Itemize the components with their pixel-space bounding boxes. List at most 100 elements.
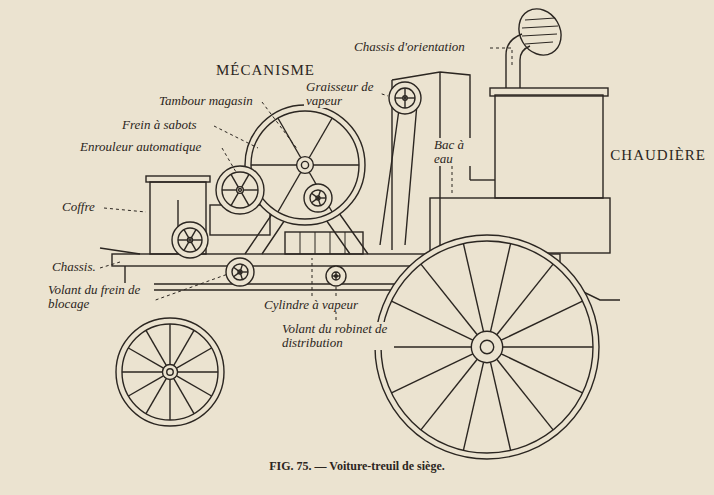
steam-pipe — [470, 179, 495, 180]
winder-wheel — [216, 166, 264, 214]
wheel-spoke — [391, 301, 472, 340]
leader-line — [214, 126, 258, 148]
wheel-rim — [232, 264, 248, 280]
wheel-spoke — [313, 164, 359, 165]
spark-arrester-hatch — [522, 18, 558, 44]
wheel-spoke — [319, 200, 321, 206]
wheel-spoke — [128, 376, 163, 396]
part-label: Volant du robinet de distribution — [280, 322, 394, 350]
wheel-spoke — [337, 275, 340, 276]
wheel-rim — [395, 88, 415, 108]
leader-line — [150, 274, 228, 302]
wheel-spoke — [174, 379, 194, 414]
wheel-rim — [116, 318, 224, 426]
wheel-spoke — [320, 197, 326, 198]
wheel-spoke — [191, 242, 196, 250]
wheel-rim — [332, 272, 340, 280]
wheel-rim — [301, 161, 308, 168]
wheel-spoke — [501, 354, 582, 393]
wheel-spoke — [242, 174, 249, 187]
boiler-body — [495, 95, 603, 198]
steam-cylinder — [285, 232, 363, 254]
wheel-rim — [239, 271, 241, 273]
wheel-rim — [239, 189, 242, 192]
front-handle — [100, 248, 140, 254]
boiler-top — [490, 88, 608, 96]
wheel-spoke — [178, 371, 218, 372]
valve-handwheel — [326, 266, 346, 286]
wheel-rim — [404, 97, 406, 99]
wheel-spoke — [184, 230, 189, 238]
wheel-spoke — [231, 174, 238, 187]
part-label: Chassis. — [50, 260, 98, 274]
pulley — [389, 82, 421, 114]
wheel-spoke — [309, 118, 332, 157]
wheel-spoke — [278, 118, 301, 157]
brake-handwheel — [226, 258, 254, 286]
wheel-spoke — [407, 97, 415, 98]
leader-line — [490, 48, 512, 66]
wheel-rim — [381, 241, 593, 453]
leader-lines — [100, 48, 512, 320]
section-heading: CHAUDIÈRE — [608, 148, 708, 162]
wheel-spoke — [381, 346, 471, 347]
wheel-rim — [172, 222, 208, 258]
wheel-spoke — [335, 277, 336, 280]
wheel-rim — [178, 228, 202, 252]
part-label: Coffre — [60, 200, 97, 214]
wheel-spoke — [177, 348, 212, 368]
leader-line — [222, 148, 236, 172]
leader-line — [262, 102, 298, 150]
wheels — [116, 82, 599, 459]
wheel-rim — [162, 364, 177, 379]
leader-line — [100, 262, 120, 268]
part-label: Volant du frein de blocage — [46, 283, 154, 311]
wheel-rim — [216, 166, 264, 214]
wheel-spoke — [178, 239, 187, 240]
wheel-spoke — [241, 274, 243, 280]
front-wheel — [116, 318, 224, 426]
wheel-spoke — [146, 330, 166, 365]
wheel-rim — [297, 157, 314, 174]
wheel-spoke — [191, 230, 196, 238]
spark-arrester — [511, 1, 570, 63]
part-label: Bac à eau — [432, 138, 474, 166]
wheel-rim — [122, 324, 218, 420]
wheel-spoke — [501, 301, 582, 340]
wheel-spoke — [404, 88, 405, 96]
wheel-rim — [167, 369, 173, 375]
wheel-spoke — [193, 239, 202, 240]
wheel-rim — [251, 111, 359, 219]
wheel-spoke — [241, 264, 243, 270]
wheel-rim — [317, 197, 319, 199]
wheel-spoke — [234, 273, 239, 277]
wheel-rim — [316, 196, 320, 200]
wheel-spoke — [319, 190, 321, 196]
wheel-spoke — [332, 275, 335, 276]
wheel-spoke — [391, 354, 472, 393]
wheel-rim — [304, 184, 332, 212]
leader-line — [104, 208, 146, 212]
wheel-spoke — [312, 199, 317, 203]
part-label: Cylindre à vapeur — [262, 298, 360, 312]
wheel-spoke — [463, 362, 483, 450]
wheel-spoke — [335, 272, 336, 275]
drum-wheel — [245, 105, 365, 225]
part-label: Tambour magasin — [157, 94, 255, 108]
caption-row: FIG. 75. — Voiture-treuil de siège. — [0, 459, 714, 474]
rear-wheel — [375, 235, 599, 459]
wheel-rim — [335, 275, 336, 276]
wheel-rim — [222, 172, 258, 208]
wheel-spoke — [490, 362, 510, 450]
wheel-spoke — [251, 164, 297, 165]
wheel-spoke — [122, 371, 162, 372]
wheel-rim — [189, 239, 191, 241]
wheel-rim — [480, 340, 493, 353]
wheel-rim — [335, 275, 338, 278]
wheel-spoke — [231, 193, 238, 206]
wheel-rim — [237, 187, 244, 194]
wheel-spoke — [222, 189, 237, 190]
chimney — [506, 34, 530, 88]
wheel-rim — [375, 235, 599, 459]
